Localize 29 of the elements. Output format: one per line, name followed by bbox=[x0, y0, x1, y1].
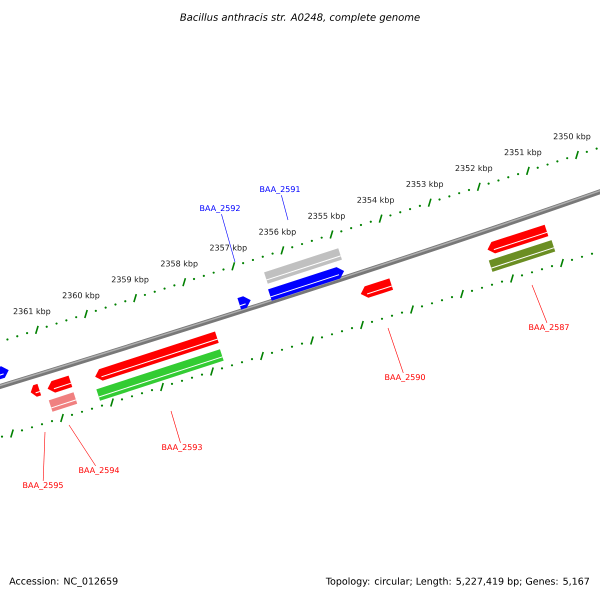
scale-label: 2361 kbp bbox=[14, 308, 50, 316]
accession-text: Accession: NC_012659 bbox=[9, 577, 118, 587]
leader-line bbox=[388, 328, 404, 374]
scale-label: 2355 kbp bbox=[308, 212, 345, 220]
leader-line bbox=[221, 214, 236, 262]
scale-label: 2351 kbp bbox=[504, 149, 542, 157]
scale-label: 2357 kbp bbox=[210, 244, 247, 252]
scale-label: 2356 kbp bbox=[259, 228, 296, 236]
gene-label: BAA_2594 bbox=[79, 467, 120, 475]
scale-label: 2352 kbp bbox=[456, 164, 492, 173]
gene-label: BAA_2592 bbox=[200, 205, 240, 213]
leader-line bbox=[532, 284, 548, 324]
scale-label: 2359 kbp bbox=[112, 276, 148, 284]
gene-label: BAA_2595 bbox=[23, 482, 63, 490]
scale-label: 2350 kbp bbox=[554, 133, 590, 141]
gene-label: BAA_2587 bbox=[529, 324, 569, 332]
leader-line bbox=[42, 432, 46, 482]
scale-label: 2354 kbp bbox=[357, 196, 394, 204]
scale-label: 2358 kbp bbox=[160, 260, 198, 268]
leader-line bbox=[281, 194, 288, 220]
leader-line bbox=[68, 424, 96, 466]
gene-label: BAA_2590 bbox=[385, 374, 425, 382]
genome-info-text: Topology: circular; Length: 5,227,419 bp; Genes: 5,167 bbox=[326, 577, 589, 587]
scale-label: 2353 kbp bbox=[406, 180, 444, 189]
scale-label: 2360 kbp bbox=[62, 292, 100, 300]
gene-label: BAA_2591 bbox=[260, 186, 300, 194]
title: Bacillus anthracis str. A0248, complete genome bbox=[180, 13, 420, 23]
leader-line bbox=[170, 410, 181, 444]
gene-label: BAA_2593 bbox=[162, 444, 202, 452]
